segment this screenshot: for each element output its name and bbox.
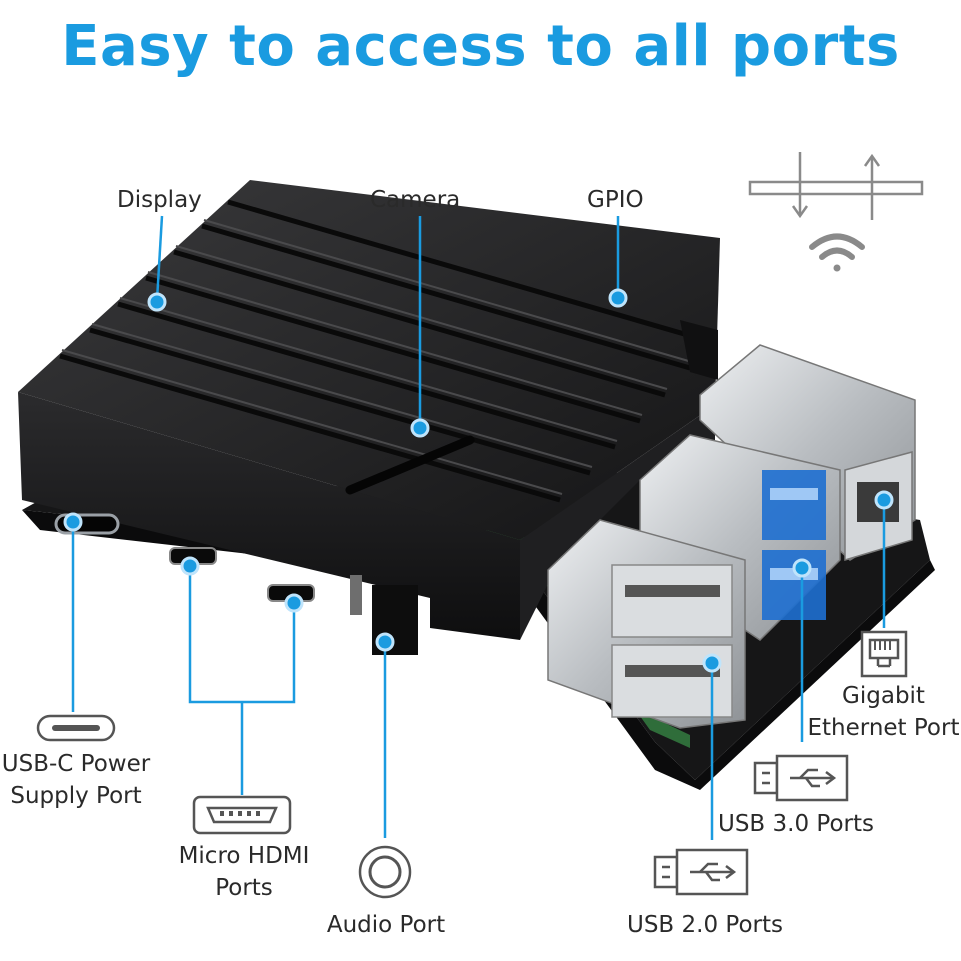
callout-dots — [63, 288, 894, 673]
gpio-label: GPIO — [587, 187, 644, 213]
audio-jack-icon — [358, 845, 412, 899]
usb-3-ports-label: USB 3.0 Ports — [718, 811, 874, 837]
airflow-icon — [748, 152, 924, 220]
heatsink-case — [18, 180, 720, 655]
usb-2-ports-label: USB 2.0 Ports — [627, 912, 783, 938]
ethernet-icon — [860, 630, 908, 678]
page-title: Easy to access to all ports — [61, 14, 900, 79]
micro-hdmi-icon — [192, 795, 292, 835]
micro-hdmi-label: Micro HDMI Ports — [178, 843, 310, 901]
callout-lines — [71, 215, 886, 840]
audio-port-label: Audio Port — [326, 912, 446, 938]
usb-c-power-label: USB-C Power Supply Port — [1, 751, 151, 809]
camera-label: Camera — [370, 187, 461, 213]
usb-2-port-block — [547, 519, 746, 729]
usb-c-icon — [36, 714, 116, 742]
gigabit-ethernet-label: Gigabit Ethernet Port — [807, 683, 960, 741]
wifi-icon — [809, 233, 865, 272]
usb-icon — [753, 754, 849, 802]
usb-icon — [653, 848, 749, 896]
ethernet-port-block — [699, 344, 916, 562]
display-label: Display — [117, 187, 202, 213]
